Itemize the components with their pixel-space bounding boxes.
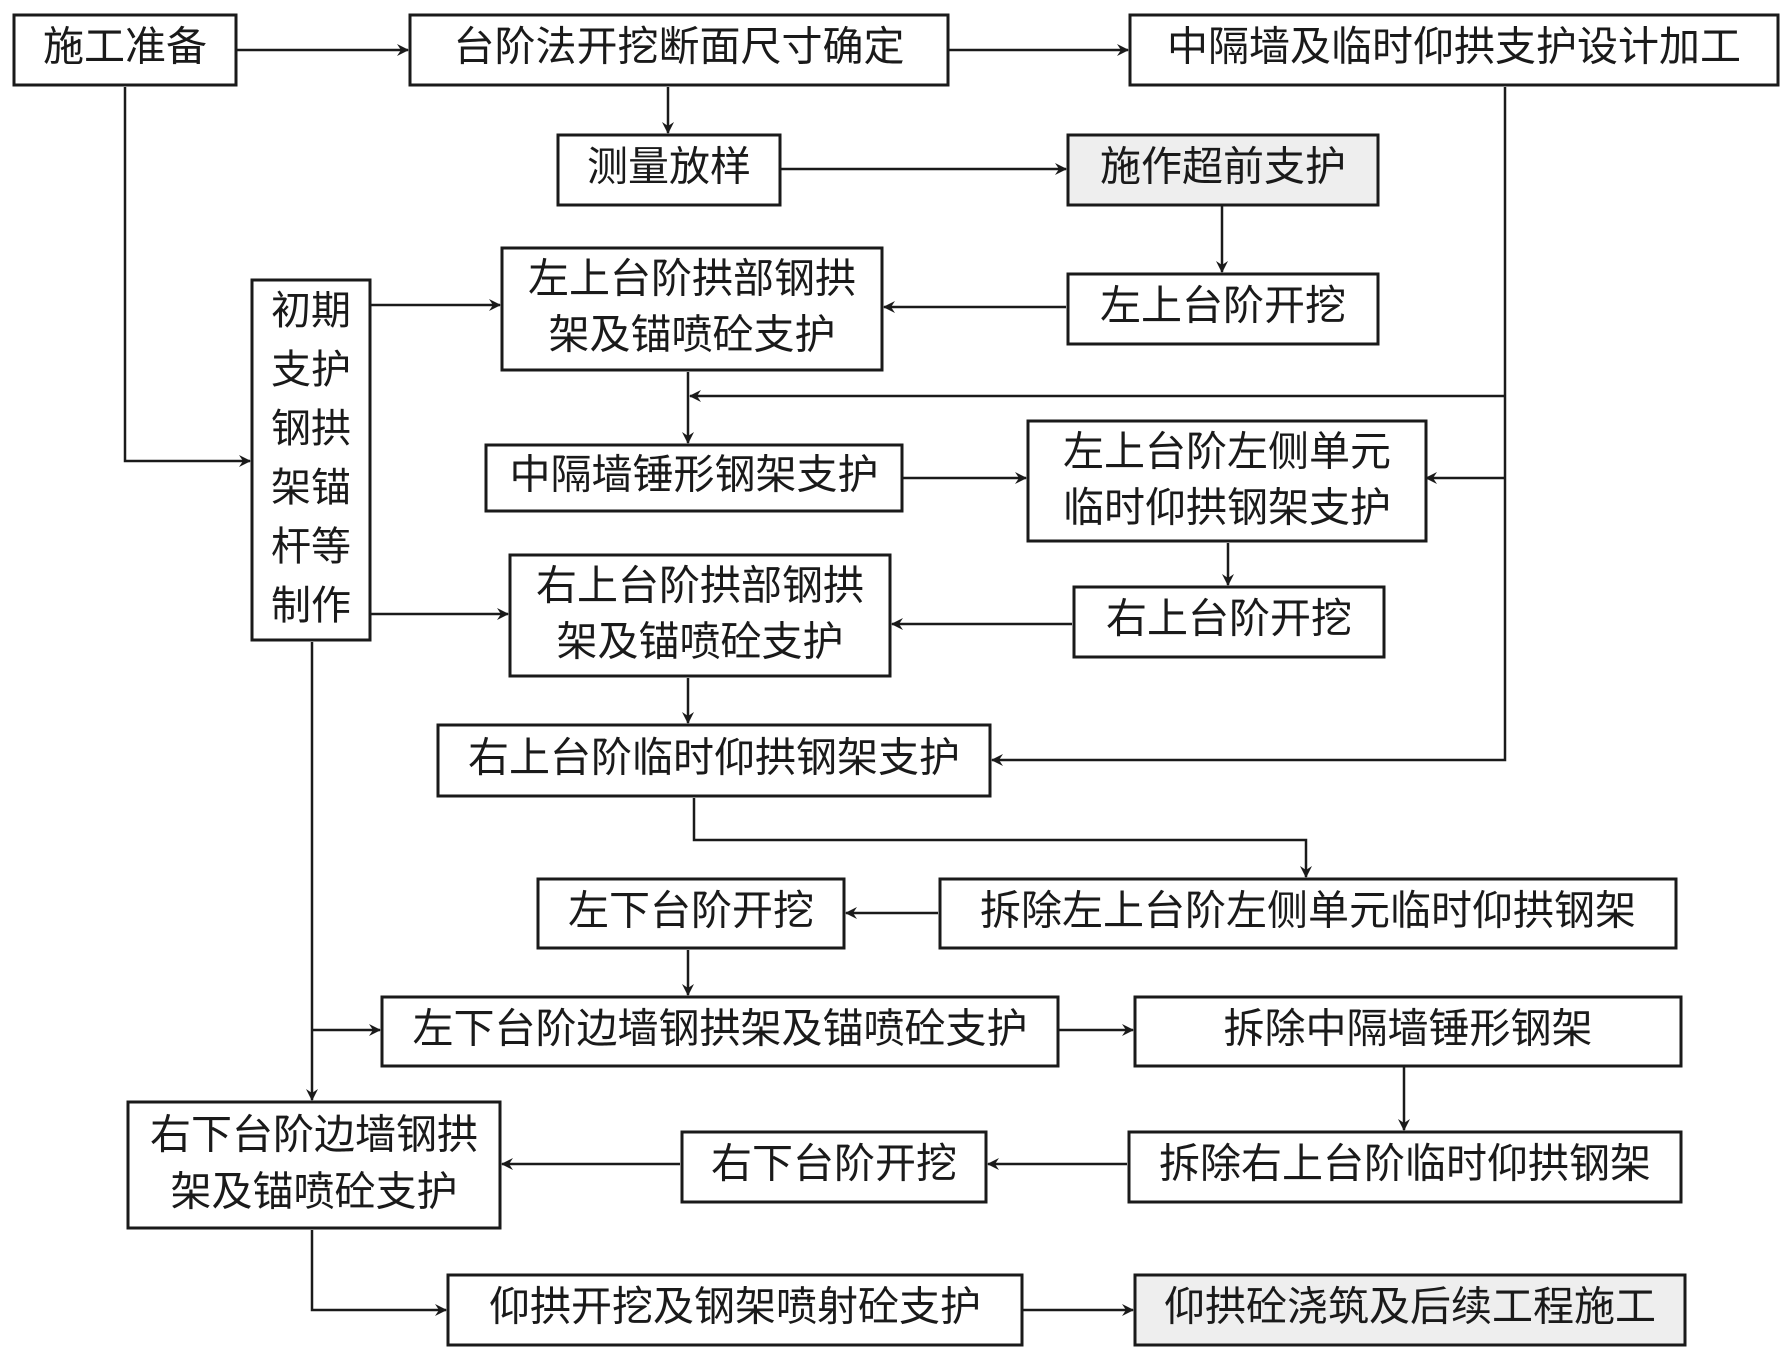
- node-bench-size: 台阶法开挖断面尺寸确定: [408, 13, 950, 87]
- node-lower-left-excavation: 左下台阶开挖: [536, 877, 846, 950]
- node-label-line-2: 支护: [271, 347, 351, 393]
- edge-prep-to-initial-fab: [123, 87, 251, 467]
- node-label: 中隔墙锤形钢架支护: [510, 451, 879, 499]
- node-remove-upper-left-invert: 拆除左上台阶左侧单元临时仰拱钢架: [938, 877, 1678, 950]
- node-lower-right-wall: 右下台阶边墙钢拱 架及锚喷砼支护: [126, 1100, 502, 1230]
- node-label: 拆除中隔墙锤形钢架: [1224, 1005, 1593, 1053]
- node-invert-excavation: 仰拱开挖及钢架喷射砼支护: [446, 1273, 1024, 1347]
- node-label: 右下台阶开挖: [711, 1140, 957, 1188]
- node-label: 施作超前支护: [1100, 143, 1346, 191]
- node-label: 左下台阶开挖: [568, 887, 814, 935]
- node-upper-left-excavation: 左上台阶开挖: [1066, 272, 1380, 346]
- node-label: 测量放样: [587, 143, 751, 191]
- edge-wall-design-trunk: [991, 87, 1507, 766]
- node-invert-casting: 仰拱砼浇筑及后续工程施工: [1133, 1273, 1687, 1347]
- node-remove-upper-right-invert: 拆除右上台阶临时仰拱钢架: [1127, 1130, 1683, 1204]
- node-label: 左下台阶边墙钢拱架及锚喷砼支护: [413, 1005, 1028, 1053]
- node-upper-right-arch: 右上台阶拱部钢拱 架及锚喷砼支护: [508, 553, 892, 678]
- edges: [123, 44, 1507, 1316]
- edge-upper-right-invert-to-remove-left-invert: [692, 798, 1312, 878]
- node-survey: 测量放样: [556, 133, 782, 207]
- node-upper-left-arch: 左上台阶拱部钢拱 架及锚喷砼支护: [500, 246, 884, 372]
- node-label-line-2: 架及锚喷砼支护: [171, 1168, 458, 1216]
- node-initial-support-fab: 初期 支护 钢拱 架锚 杆等 制作: [250, 278, 372, 642]
- node-mid-wall-frame: 中隔墙锤形钢架支护: [484, 443, 904, 513]
- node-upper-right-temp-invert: 右上台阶临时仰拱钢架支护: [436, 723, 992, 798]
- node-label: 仰拱砼浇筑及后续工程施工: [1164, 1283, 1656, 1331]
- node-remove-mid-wall: 拆除中隔墙锤形钢架: [1133, 995, 1683, 1068]
- node-wall-design: 中隔墙及临时仰拱支护设计加工: [1128, 13, 1780, 87]
- node-label-line-2: 临时仰拱钢架支护: [1063, 484, 1391, 532]
- node-label-line-1: 左上台阶左侧单元: [1063, 428, 1391, 476]
- node-label-line-1: 右下台阶边墙钢拱: [150, 1111, 478, 1159]
- node-label-line-1: 右上台阶拱部钢拱: [536, 562, 864, 610]
- node-upper-right-excavation: 右上台阶开挖: [1072, 585, 1386, 659]
- node-label: 施工准备: [43, 23, 207, 71]
- node-label: 拆除右上台阶临时仰拱钢架: [1159, 1140, 1651, 1188]
- node-label-line-3: 钢拱: [271, 406, 351, 452]
- node-label: 拆除左上台阶左侧单元临时仰拱钢架: [980, 887, 1636, 935]
- edge-lower-right-wall-to-invert-excavation: [310, 1230, 447, 1316]
- node-label-line-1: 左上台阶拱部钢拱: [528, 255, 856, 303]
- node-label-line-5: 杆等: [271, 524, 351, 570]
- node-label: 中隔墙及临时仰拱支护设计加工: [1167, 23, 1741, 71]
- node-label: 右上台阶临时仰拱钢架支护: [468, 734, 960, 782]
- node-label: 右上台阶开挖: [1106, 595, 1352, 643]
- node-label: 左上台阶开挖: [1100, 282, 1346, 330]
- node-label-line-6: 制作: [271, 583, 351, 629]
- node-label-line-2: 架及锚喷砼支护: [549, 311, 836, 359]
- node-advance-support: 施作超前支护: [1066, 133, 1380, 207]
- node-label: 台阶法开挖断面尺寸确定: [454, 23, 905, 71]
- node-label-line-4: 架锚: [271, 465, 351, 511]
- node-label-line-2: 架及锚喷砼支护: [557, 618, 844, 666]
- node-label-line-1: 初期: [271, 288, 351, 334]
- node-lower-left-wall: 左下台阶边墙钢拱架及锚喷砼支护: [380, 995, 1060, 1068]
- node-lower-right-excavation: 右下台阶开挖: [680, 1130, 988, 1204]
- node-upper-left-temp-invert: 左上台阶左侧单元 临时仰拱钢架支护: [1026, 419, 1428, 543]
- node-label: 仰拱开挖及钢架喷射砼支护: [489, 1283, 981, 1331]
- node-construction-prep: 施工准备: [12, 13, 238, 87]
